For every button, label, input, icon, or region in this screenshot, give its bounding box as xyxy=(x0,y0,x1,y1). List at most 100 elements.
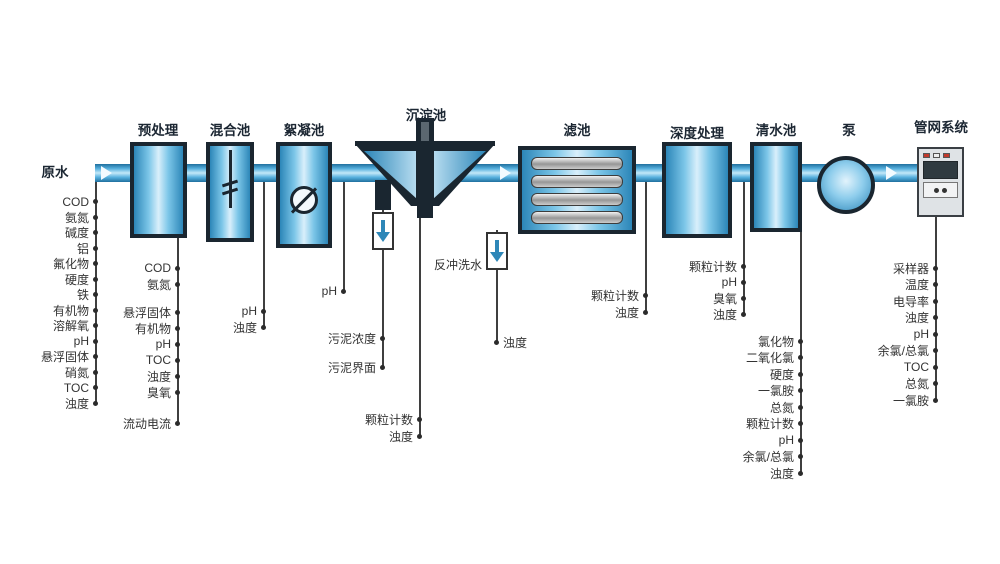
param-row: 悬浮固体 xyxy=(123,304,180,320)
param-row: 氟化物 xyxy=(53,256,98,272)
bullet-dot-icon xyxy=(175,265,180,271)
param-row: 一氯胺 xyxy=(758,383,803,400)
filter-media-icon xyxy=(531,157,623,170)
bullet-dot-icon xyxy=(380,335,385,341)
param-label: 铝 xyxy=(76,241,89,256)
bullet-dot-icon xyxy=(261,324,266,330)
param-label: 臭氧 xyxy=(712,291,737,306)
param-row: 颗粒计数 xyxy=(689,258,746,274)
param-row: pH xyxy=(74,334,98,350)
param-label: 硝氮 xyxy=(64,365,89,380)
bullet-dot-icon xyxy=(175,373,180,379)
param-label: 颗粒计数 xyxy=(364,413,413,427)
tank-clearwater xyxy=(750,142,802,232)
connector-line-flocculation xyxy=(343,178,345,292)
param-label: TOC xyxy=(903,360,929,375)
sed-sludge-drain xyxy=(375,180,391,210)
bullet-dot-icon xyxy=(494,340,499,345)
bullet-dot-icon xyxy=(93,245,98,251)
param-label: 总氮 xyxy=(769,400,794,415)
param-label: 硬度 xyxy=(769,367,794,382)
param-label: 悬浮固体 xyxy=(40,350,89,365)
param-label: 氨氮 xyxy=(64,210,89,225)
param-label: 悬浮固体 xyxy=(122,305,171,320)
bullet-dot-icon xyxy=(93,338,98,344)
bullet-dot-icon xyxy=(798,371,803,377)
param-label: 污泥界面 xyxy=(327,360,376,375)
bullet-dot-icon xyxy=(933,331,938,337)
stage-label-clearwater: 清水池 xyxy=(755,123,797,138)
param-label: 臭氧 xyxy=(146,385,171,400)
stage-label-raw-water: 原水 xyxy=(41,165,69,180)
param-label: 浊度 xyxy=(64,396,89,411)
param-label: pH xyxy=(321,284,337,298)
filter-media-icon xyxy=(531,211,623,224)
param-label: 二氧化氯 xyxy=(745,351,794,366)
tank-mixing xyxy=(206,142,254,242)
param-row: COD xyxy=(62,194,98,210)
bullet-dot-icon xyxy=(933,348,938,354)
param-row: 余氯/总氯 xyxy=(878,343,938,360)
flow-arrow-icon xyxy=(500,166,511,180)
red-led-icon xyxy=(923,153,930,158)
param-row: 硝氮 xyxy=(65,365,98,381)
param-row: 浊度 xyxy=(905,310,938,327)
param-label: 碱度 xyxy=(64,226,89,241)
bullet-dot-icon xyxy=(933,282,938,288)
bullet-dot-icon xyxy=(417,417,422,422)
param-row: 总氮 xyxy=(905,376,938,393)
bullet-dot-icon xyxy=(93,261,98,267)
param-label: 一氯胺 xyxy=(757,384,794,399)
bullet-dot-icon xyxy=(798,470,803,476)
param-label: 氯化物 xyxy=(757,334,794,349)
param-label: 浊度 xyxy=(614,306,639,320)
param-row: 有机物 xyxy=(53,303,98,319)
param-label: 颗粒计数 xyxy=(688,259,737,274)
bullet-dot-icon xyxy=(741,311,746,317)
device-leds xyxy=(923,153,958,158)
param-row: 颗粒计数 xyxy=(746,416,803,433)
bullet-dot-icon xyxy=(933,298,938,304)
param-row: 氨氮 xyxy=(147,276,180,292)
param-label: COD xyxy=(62,194,89,209)
connector-line-network xyxy=(935,214,937,401)
connector-line-advanced-out xyxy=(743,178,745,315)
param-label: 浊度 xyxy=(503,336,528,350)
backwash-label: 反冲洗水 xyxy=(433,258,482,272)
param-label: 总氮 xyxy=(904,377,929,392)
bullet-dot-icon xyxy=(93,230,98,236)
param-row: 颗粒计数 xyxy=(591,287,648,304)
bullet-dot-icon xyxy=(93,323,98,329)
param-label: 浊度 xyxy=(146,369,171,384)
device-panel xyxy=(923,182,958,198)
param-row: 温度 xyxy=(905,277,938,294)
param-label: 余氯/总氯 xyxy=(742,450,794,465)
flocculation-param-list: pH xyxy=(286,283,346,299)
down-arrow-icon xyxy=(376,232,390,242)
param-label: 温度 xyxy=(904,278,929,293)
param-row: 浊度 xyxy=(713,306,746,322)
tank-advanced-treatment xyxy=(662,142,732,238)
red-led-icon xyxy=(943,153,950,158)
param-label: 铁 xyxy=(76,288,89,303)
bullet-dot-icon xyxy=(798,437,803,443)
connector-line-filter-out xyxy=(645,178,647,314)
stage-label-sedimentation: 沉淀池 xyxy=(405,108,447,123)
param-label: 硬度 xyxy=(64,272,89,287)
backwash-turbidity-row: 浊度 xyxy=(494,334,527,351)
param-label: pH xyxy=(913,327,929,342)
stage-label-flocculation: 絮凝池 xyxy=(283,123,325,138)
param-label: 电导率 xyxy=(892,294,929,309)
white-led-icon xyxy=(933,153,940,158)
param-label: 氨氮 xyxy=(146,277,171,292)
param-row: 有机物 xyxy=(135,320,180,336)
device-knob-icon xyxy=(934,187,939,193)
sludge-drain-box xyxy=(372,212,394,250)
mixer-rod-icon xyxy=(228,150,232,208)
bullet-dot-icon xyxy=(175,357,180,363)
param-label: 流动电流 xyxy=(122,416,171,431)
